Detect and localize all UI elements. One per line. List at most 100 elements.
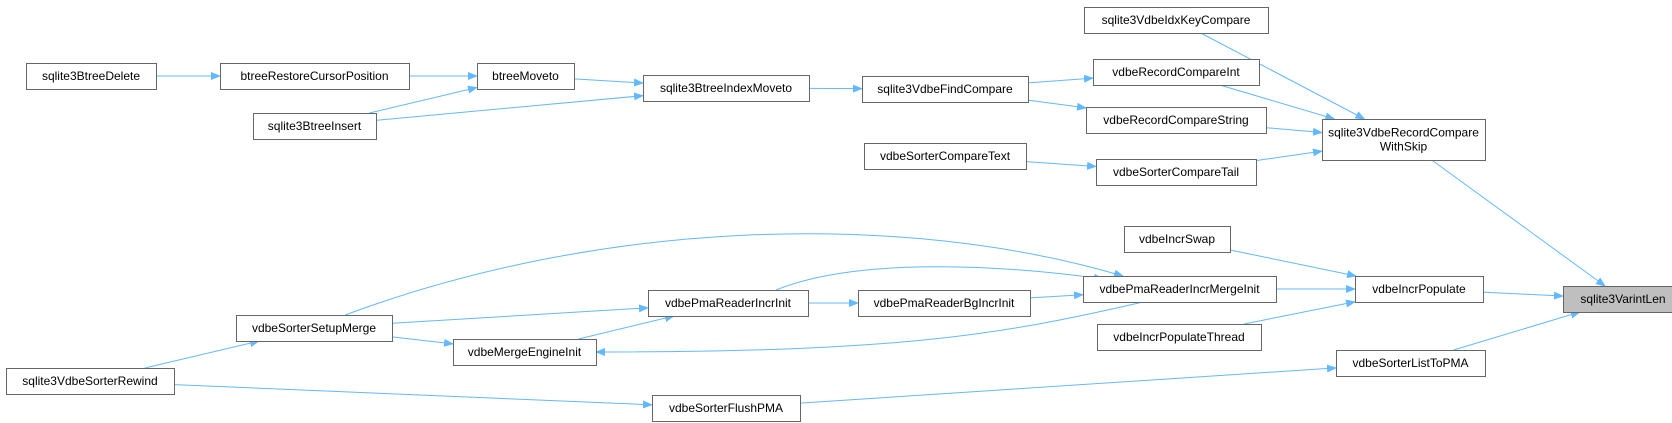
node-label: vdbeRecordCompareInt (1112, 65, 1240, 79)
node-label: sqlite3VdbeIdxKeyCompare (1102, 13, 1251, 27)
node-sqlite3-btree-index-moveto[interactable]: sqlite3BtreeIndexMoveto (643, 75, 810, 102)
edge-vdbe-sorter-flush-pma-to-vdbe-sorter-list-to-pma (799, 364, 1337, 404)
node-label: sqlite3VdbeSorterRewind (22, 374, 157, 388)
node-vdbe-sorter-compare-text[interactable]: vdbeSorterCompareText (864, 143, 1027, 170)
node-box (1083, 276, 1277, 303)
node-label: vdbeIncrSwap (1139, 232, 1215, 246)
node-box (453, 339, 597, 366)
node-label: btreeMoveto (492, 69, 559, 83)
edge-vdbe-incr-populate-to-sqlite3-varint-len (1482, 291, 1564, 300)
edges-layer (144, 32, 1606, 409)
node-label: WithSkip (1380, 140, 1428, 154)
edge-vdbe-sorter-setup-merge-to-vdbe-merge-engine-init (391, 336, 454, 347)
node-vdbe-sorter-flush-pma[interactable]: vdbeSorterFlushPMA (652, 395, 801, 422)
node-box (648, 290, 809, 317)
node-vdbe-pma-reader-bg-incr-init[interactable]: vdbePmaReaderBgIncrInit (858, 290, 1031, 317)
node-vdbe-sorter-list-to-pma[interactable]: vdbeSorterListToPMA (1336, 350, 1486, 377)
node-box (1563, 286, 1672, 313)
node-box (6, 368, 175, 395)
node-label: vdbeIncrPopulateThread (1113, 330, 1244, 344)
node-label: vdbeSorterListToPMA (1352, 356, 1468, 370)
edge-sqlite3-vdbe-record-compare-with-skip-to-sqlite3-varint-len (1431, 159, 1606, 287)
node-box (643, 75, 810, 102)
node-box (1084, 7, 1269, 34)
node-box (1086, 107, 1267, 134)
node-box (253, 113, 377, 140)
node-label: vdbeRecordCompareString (1103, 113, 1248, 127)
node-btree-moveto[interactable]: btreeMoveto (477, 63, 575, 90)
nodes-layer: sqlite3VarintLen sqlite3VdbeRecordCompare… (6, 7, 1672, 422)
edge-vdbe-incr-populate-thread-to-vdbe-incr-populate (1243, 299, 1356, 325)
node-vdbe-pma-reader-incr-merge-init[interactable]: vdbePmaReaderIncrMergeInit (1083, 276, 1277, 303)
node-label: vdbePmaReaderBgIncrInit (874, 296, 1015, 310)
node-label: vdbeIncrPopulate (1372, 282, 1466, 296)
node-label: sqlite3VdbeRecordCompare (1328, 126, 1479, 140)
edge-vdbe-merge-engine-init-to-vdbe-pma-reader-incr-init (578, 314, 675, 340)
node-label: btreeRestoreCursorPosition (240, 69, 388, 83)
node-box (862, 76, 1029, 103)
edge-sqlite3-vdbe-idx-key-compare-to-sqlite3-vdbe-record-compare-with-skip (1200, 32, 1366, 120)
node-sqlite3-btree-insert[interactable]: sqlite3BtreeInsert (253, 113, 377, 140)
edge-vdbe-record-compare-string-to-sqlite3-vdbe-record-compare-with-skip (1265, 127, 1323, 136)
edge-vdbe-sorter-compare-tail-to-sqlite3-vdbe-record-compare-with-skip (1255, 148, 1323, 162)
node-box (1322, 119, 1486, 161)
edge-vdbe-incr-swap-to-vdbe-incr-populate (1229, 249, 1358, 279)
node-box (858, 290, 1031, 317)
node-sqlite3-vdbe-sorter-rewind[interactable]: sqlite3VdbeSorterRewind (6, 368, 175, 395)
node-label: vdbeSorterCompareText (880, 149, 1011, 163)
edge-vdbe-pma-reader-incr-merge-init-to-vdbe-merge-engine-init (595, 301, 1144, 356)
node-box (1124, 226, 1231, 253)
node-box (1097, 324, 1262, 351)
node-vdbe-sorter-setup-merge[interactable]: vdbeSorterSetupMerge (236, 315, 393, 342)
edge-sqlite3-btree-insert-to-sqlite3-btree-index-moveto (375, 92, 644, 121)
node-label: sqlite3BtreeInsert (268, 119, 362, 133)
node-label: sqlite3VarintLen (1580, 292, 1665, 306)
node-vdbe-incr-swap[interactable]: vdbeIncrSwap (1124, 226, 1231, 253)
node-vdbe-incr-populate-thread[interactable]: vdbeIncrPopulateThread (1097, 324, 1262, 351)
node-box (652, 395, 801, 422)
node-sqlite3-varint-len[interactable]: sqlite3VarintLen (1563, 286, 1672, 313)
node-vdbe-incr-populate[interactable]: vdbeIncrPopulate (1355, 276, 1484, 303)
node-sqlite3-vdbe-idx-key-compare[interactable]: sqlite3VdbeIdxKeyCompare (1084, 7, 1269, 34)
node-box (220, 63, 410, 90)
node-box (477, 63, 575, 90)
node-box (1096, 159, 1257, 186)
node-label: vdbeSorterFlushPMA (669, 401, 783, 415)
edge-sqlite3-vdbe-find-compare-to-vdbe-record-compare-int (1027, 74, 1094, 84)
edge-vdbe-record-compare-int-to-sqlite3-vdbe-record-compare-with-skip (1219, 84, 1336, 121)
edge-vdbe-sorter-setup-merge-to-vdbe-pma-reader-incr-merge-init (345, 233, 1124, 316)
edge-sqlite3-vdbe-sorter-rewind-to-vdbe-sorter-flush-pma (173, 384, 653, 409)
node-box (1336, 350, 1486, 377)
node-label: sqlite3BtreeDelete (42, 69, 140, 83)
node-btree-restore-cursor-position[interactable]: btreeRestoreCursorPosition (220, 63, 410, 90)
edge-vdbe-sorter-compare-text-to-vdbe-sorter-compare-tail (1025, 161, 1097, 170)
edge-sqlite3-vdbe-sorter-rewind-to-vdbe-sorter-setup-merge (144, 339, 261, 369)
node-label: vdbePmaReaderIncrMergeInit (1099, 282, 1260, 296)
node-vdbe-record-compare-int[interactable]: vdbeRecordCompareInt (1093, 59, 1260, 86)
node-vdbe-record-compare-string[interactable]: vdbeRecordCompareString (1086, 107, 1267, 134)
node-box (1355, 276, 1484, 303)
node-label: vdbeSorterSetupMerge (252, 321, 376, 335)
edge-vdbe-pma-reader-bg-incr-init-to-vdbe-pma-reader-incr-merge-init (1029, 291, 1084, 300)
node-label: vdbePmaReaderIncrInit (665, 296, 792, 310)
node-box (1093, 59, 1260, 86)
edge-sqlite3-vdbe-find-compare-to-vdbe-record-compare-string (1027, 99, 1087, 111)
node-sqlite3-btree-delete[interactable]: sqlite3BtreeDelete (26, 63, 157, 90)
edge-vdbe-sorter-setup-merge-to-vdbe-pma-reader-incr-init (391, 304, 649, 324)
node-vdbe-pma-reader-incr-init[interactable]: vdbePmaReaderIncrInit (648, 290, 809, 317)
node-box (864, 143, 1027, 170)
node-label: vdbeSorterCompareTail (1113, 165, 1239, 179)
node-label: sqlite3BtreeIndexMoveto (660, 81, 792, 95)
edge-vdbe-pma-reader-incr-init-to-vdbe-pma-reader-incr-merge-init (775, 266, 1104, 291)
node-sqlite3-vdbe-find-compare[interactable]: sqlite3VdbeFindCompare (862, 76, 1029, 103)
edge-sqlite3-btree-insert-to-btree-moveto (369, 85, 478, 114)
node-label: sqlite3VdbeFindCompare (877, 82, 1013, 96)
node-label: vdbeMergeEngineInit (468, 345, 582, 359)
edge-vdbe-sorter-list-to-pma-to-sqlite3-varint-len (1453, 310, 1581, 351)
node-vdbe-sorter-compare-tail[interactable]: vdbeSorterCompareTail (1096, 159, 1257, 186)
edge-btree-moveto-to-sqlite3-btree-index-moveto (573, 78, 644, 87)
node-vdbe-merge-engine-init[interactable]: vdbeMergeEngineInit (453, 339, 597, 366)
node-box (236, 315, 393, 342)
